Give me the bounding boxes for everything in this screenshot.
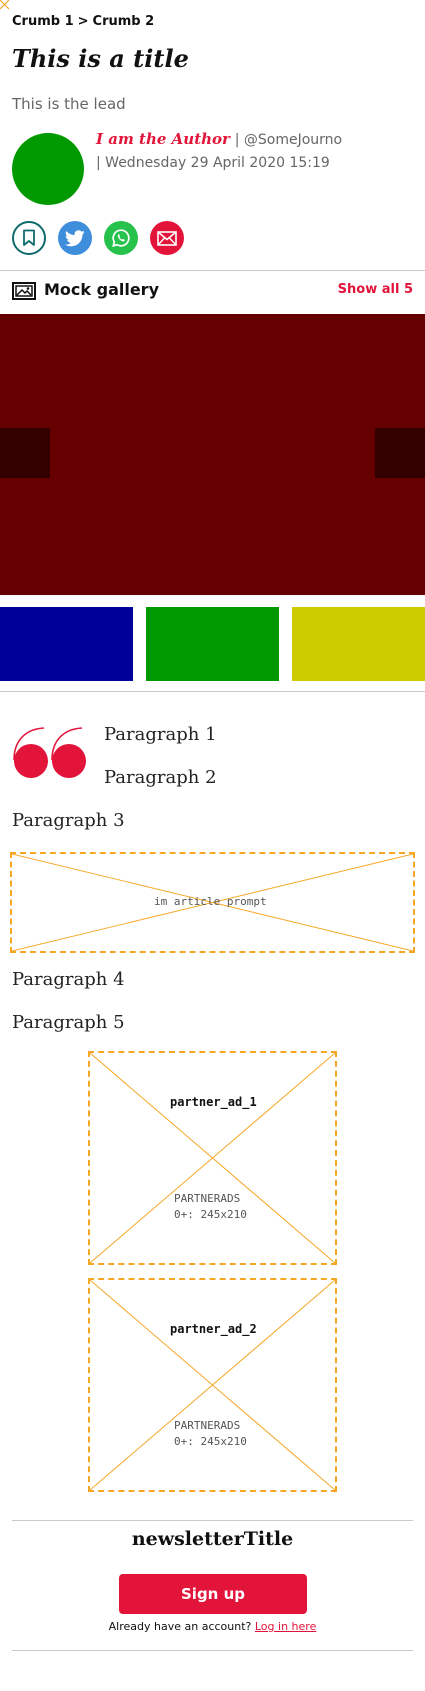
article-lead: This is the lead — [12, 95, 126, 113]
gallery-thumbnail-1[interactable] — [0, 607, 133, 681]
placeholder-cross-icon — [90, 1280, 335, 1490]
paragraph: Paragraph 1 — [104, 724, 217, 745]
gallery-header: Mock gallery Show all 5 — [12, 280, 413, 302]
paragraph: Paragraph 4 — [12, 969, 125, 990]
ad-slot-name: partner_ad_1 — [170, 1095, 257, 1109]
divider — [0, 270, 425, 271]
bookmark-icon — [23, 229, 35, 246]
signup-button[interactable]: Sign up — [119, 1574, 307, 1614]
date-separator: | — [96, 155, 106, 171]
corner-marker-icon — [0, 0, 10, 10]
article-prompt-label: im article prompt — [154, 895, 267, 908]
breadcrumb-separator: > — [77, 14, 89, 29]
breadcrumb: Crumb 1>Crumb 2 — [12, 14, 154, 29]
gallery-thumbnail-2[interactable] — [146, 607, 279, 681]
twitter-icon — [65, 229, 85, 246]
ad-slot-size: 0+: 245x210 — [174, 1435, 247, 1448]
share-whatsapp-button[interactable] — [104, 221, 138, 255]
byline-separator: | — [234, 132, 244, 148]
login-link[interactable]: Log in here — [254, 1620, 317, 1633]
quote-icon — [13, 727, 86, 778]
share-email-button[interactable] — [150, 221, 184, 255]
gallery-prev-button[interactable] — [0, 428, 50, 478]
paragraph: Paragraph 2 — [104, 767, 217, 788]
partner-ad-2[interactable]: partner_ad_2 PARTNERADS 0+: 245x210 — [88, 1278, 337, 1492]
author-avatar — [12, 133, 84, 205]
publish-date: Wednesday 29 April 2020 15:19 — [105, 155, 330, 171]
breadcrumb-item-1[interactable]: Crumb 1 — [12, 14, 74, 29]
paragraph: Paragraph 5 — [12, 1012, 125, 1033]
show-all-link[interactable]: Show all 5 — [337, 282, 413, 297]
account-prompt-text: Already have an account? — [108, 1620, 252, 1633]
whatsapp-icon — [112, 229, 130, 247]
ad-slot-type: PARTNERADS — [174, 1192, 241, 1205]
breadcrumb-item-2[interactable]: Crumb 2 — [92, 14, 155, 29]
gallery-title: Mock gallery — [44, 280, 159, 299]
ad-slot-meta: PARTNERADS 0+: 245x210 — [174, 1418, 247, 1450]
divider — [12, 1520, 413, 1521]
gallery-next-button[interactable] — [375, 428, 425, 478]
page-title: This is a title — [12, 44, 189, 73]
divider — [12, 1650, 413, 1651]
save-article-button[interactable] — [12, 221, 46, 255]
gallery-icon — [12, 282, 36, 300]
email-icon — [157, 230, 177, 246]
placeholder-cross-icon — [12, 854, 413, 951]
divider — [0, 691, 425, 692]
partner-ad-1[interactable]: partner_ad_1 PARTNERADS 0+: 245x210 — [88, 1051, 337, 1265]
gallery-thumbnail-3[interactable] — [292, 607, 425, 681]
placeholder-cross-icon — [90, 1053, 335, 1263]
share-twitter-button[interactable] — [58, 221, 92, 255]
paragraph: Paragraph 3 — [12, 810, 125, 831]
ad-slot-type: PARTNERADS — [174, 1419, 241, 1432]
author-name[interactable]: I am the Author — [96, 130, 230, 148]
ad-slot-name: partner_ad_2 — [170, 1322, 257, 1336]
gallery-main-image[interactable] — [0, 314, 425, 595]
ad-slot-meta: PARTNERADS 0+: 245x210 — [174, 1191, 247, 1223]
author-handle[interactable]: @SomeJourno — [243, 132, 343, 148]
login-prompt: Already have an account? Log in here — [0, 1620, 425, 1633]
article-prompt-placeholder[interactable]: im article prompt — [10, 852, 415, 953]
ad-slot-size: 0+: 245x210 — [174, 1208, 247, 1221]
newsletter-title: newsletterTitle — [131, 1528, 294, 1550]
share-buttons — [12, 221, 184, 255]
byline: I am the Author | @SomeJourno | Wednesda… — [96, 130, 416, 171]
